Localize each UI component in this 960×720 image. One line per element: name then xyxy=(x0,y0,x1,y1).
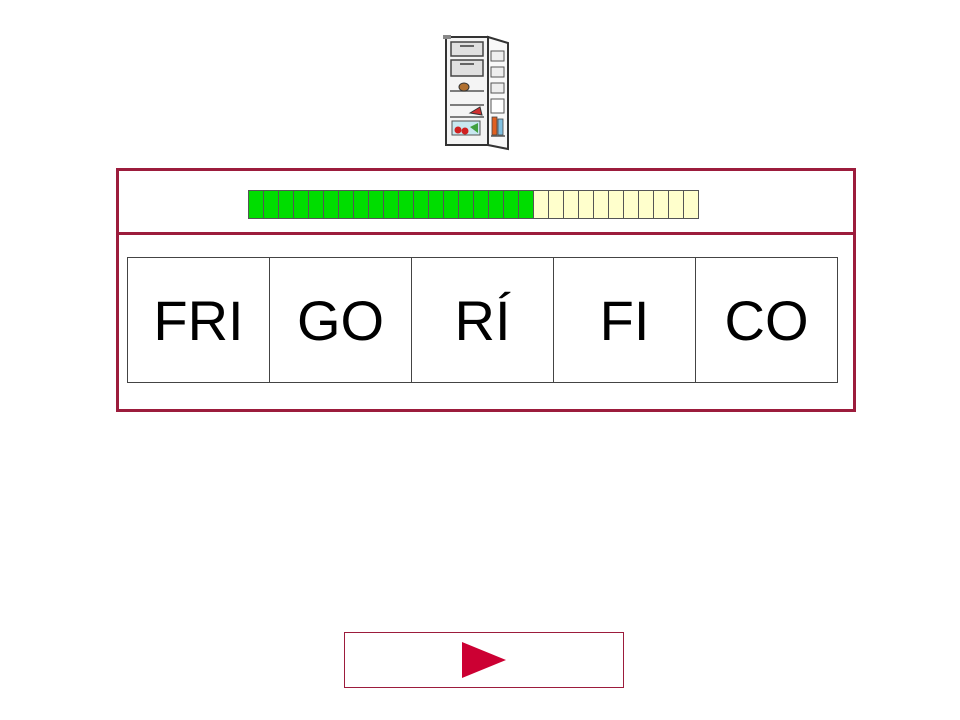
progress-segment-pending xyxy=(654,190,669,219)
progress-segment-done xyxy=(384,190,399,219)
progress-segment-done xyxy=(429,190,444,219)
progress-segment-pending xyxy=(669,190,684,219)
progress-segment-done xyxy=(324,190,339,219)
progress-segment-done xyxy=(474,190,489,219)
progress-segment-done xyxy=(279,190,294,219)
progress-segment-pending xyxy=(624,190,639,219)
progress-segment-done xyxy=(339,190,354,219)
syllable-tile-5[interactable]: CO xyxy=(695,257,838,383)
syllable-tile-3[interactable]: RÍ xyxy=(411,257,554,383)
progress-segment-done xyxy=(459,190,474,219)
progress-bar xyxy=(248,190,699,219)
progress-segment-pending xyxy=(549,190,564,219)
progress-segment-done xyxy=(444,190,459,219)
progress-segment-pending xyxy=(684,190,699,219)
progress-segment-done xyxy=(519,190,534,219)
progress-segment-pending xyxy=(639,190,654,219)
progress-segment-done xyxy=(264,190,279,219)
progress-segment-done xyxy=(294,190,309,219)
progress-segment-pending xyxy=(594,190,609,219)
progress-segment-pending xyxy=(579,190,594,219)
next-button[interactable] xyxy=(344,632,624,688)
syllable-tile-1[interactable]: FRI xyxy=(127,257,270,383)
progress-segment-pending xyxy=(609,190,624,219)
syllable-tile-2[interactable]: GO xyxy=(269,257,412,383)
progress-segment-done xyxy=(399,190,414,219)
syllable-tile-4[interactable]: FI xyxy=(553,257,696,383)
progress-segment-done xyxy=(369,190,384,219)
progress-segment-done xyxy=(414,190,429,219)
progress-segment-done xyxy=(249,190,264,219)
progress-segment-done xyxy=(309,190,324,219)
panel-divider xyxy=(119,232,853,235)
syllable-tiles: FRI GO RÍ FI CO xyxy=(127,257,838,383)
play-arrow-icon xyxy=(462,642,506,678)
progress-segment-done xyxy=(489,190,504,219)
progress-segment-done xyxy=(504,190,519,219)
progress-segment-pending xyxy=(564,190,579,219)
exercise-panel: FRI GO RÍ FI CO xyxy=(116,168,856,412)
progress-segment-done xyxy=(354,190,369,219)
progress-segment-pending xyxy=(534,190,549,219)
fridge-icon xyxy=(443,35,509,151)
